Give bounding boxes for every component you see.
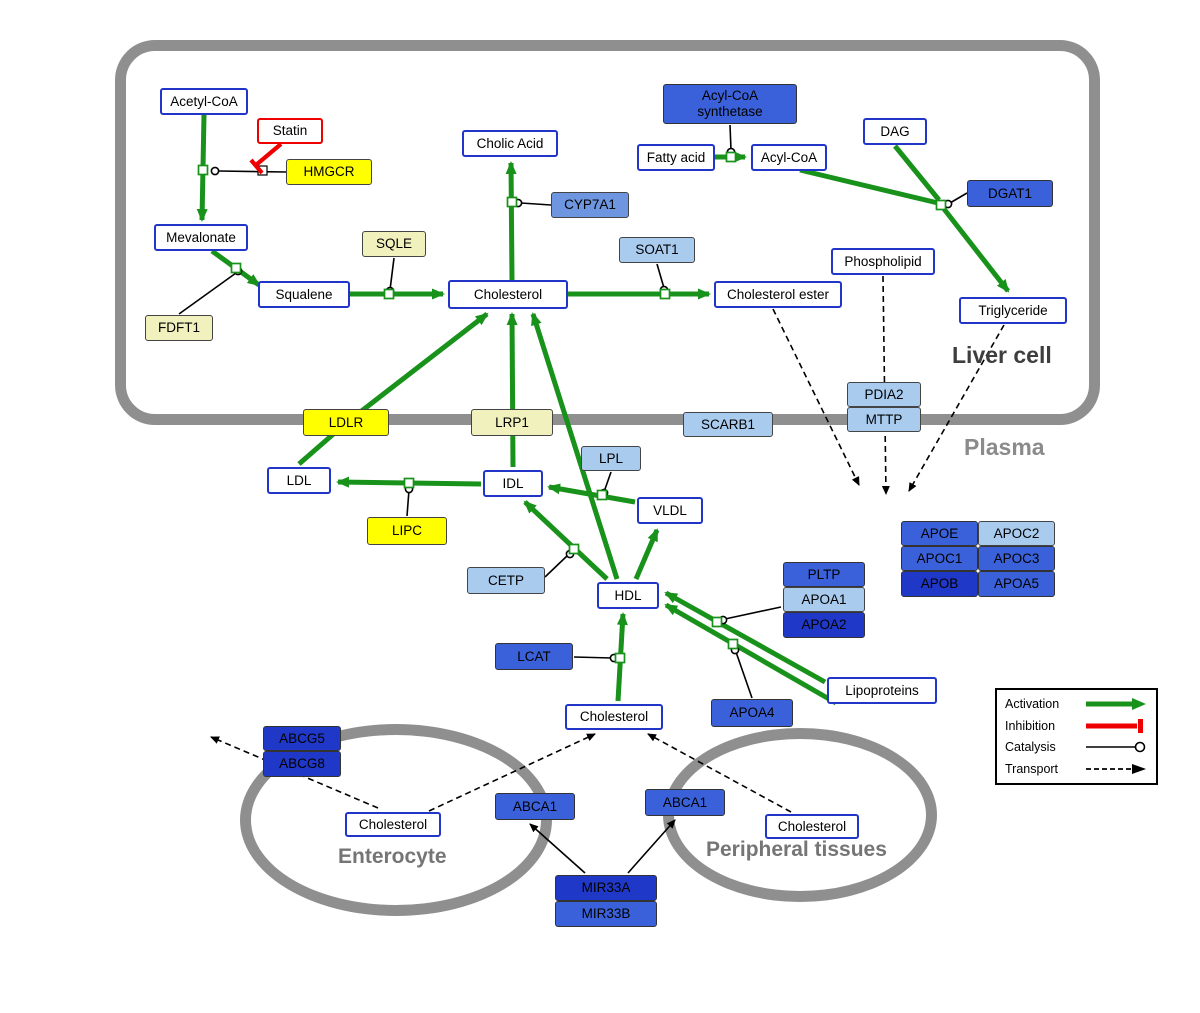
catalysis-circle-icon bbox=[1086, 742, 1146, 753]
node-mir33a[interactable]: MIR33A bbox=[555, 875, 657, 901]
node-statin[interactable]: Statin bbox=[257, 118, 323, 144]
node-cyp7a1[interactable]: CYP7A1 bbox=[551, 192, 629, 218]
regulation-edges bbox=[529, 819, 676, 874]
node-apoe[interactable]: APOE bbox=[901, 521, 978, 546]
node-cholic-acid[interactable]: Cholic Acid bbox=[462, 130, 558, 157]
node-idl[interactable]: IDL bbox=[483, 470, 543, 497]
transport-edges bbox=[210, 275, 1005, 813]
node-lrp1[interactable]: LRP1 bbox=[471, 409, 553, 436]
node-cholesterol-liver[interactable]: Cholesterol bbox=[448, 280, 568, 309]
peripheral-tissues-label: Peripheral tissues bbox=[706, 838, 887, 861]
node-acetyl-coa[interactable]: Acetyl-CoA bbox=[160, 88, 248, 115]
legend-catalysis-label: Catalysis bbox=[1005, 740, 1056, 755]
node-lipc[interactable]: LIPC bbox=[367, 517, 447, 545]
node-lpl[interactable]: LPL bbox=[581, 446, 641, 471]
activation-arrow-icon bbox=[1086, 697, 1146, 710]
node-ldlr[interactable]: LDLR bbox=[303, 409, 389, 436]
node-dgat1[interactable]: DGAT1 bbox=[967, 180, 1053, 207]
node-apoc1[interactable]: APOC1 bbox=[901, 546, 978, 571]
node-acyl-coa-synthetase[interactable]: Acyl-CoA synthetase bbox=[663, 84, 797, 124]
node-pdia2[interactable]: PDIA2 bbox=[847, 382, 921, 407]
plasma-label: Plasma bbox=[964, 434, 1045, 460]
legend-activation-label: Activation bbox=[1005, 696, 1060, 711]
node-abca1-enterocyte[interactable]: ABCA1 bbox=[495, 793, 575, 820]
legend-item-catalysis: Catalysis bbox=[1005, 739, 1148, 755]
node-apoa1[interactable]: APOA1 bbox=[783, 587, 865, 612]
inhibition-tbar-icon bbox=[1086, 718, 1143, 733]
legend-transport-label: Transport bbox=[1005, 762, 1059, 777]
node-apoa2[interactable]: APOA2 bbox=[783, 612, 865, 638]
node-sqle[interactable]: SQLE bbox=[362, 231, 426, 257]
node-scarb1[interactable]: SCARB1 bbox=[683, 412, 773, 437]
node-soat1[interactable]: SOAT1 bbox=[619, 237, 695, 263]
node-lcat[interactable]: LCAT bbox=[495, 643, 573, 670]
node-vldl[interactable]: VLDL bbox=[637, 497, 703, 524]
node-apoa5[interactable]: APOA5 bbox=[978, 571, 1055, 597]
node-apoc2[interactable]: APOC2 bbox=[978, 521, 1055, 546]
node-cholesterol-enterocyte[interactable]: Cholesterol bbox=[345, 812, 441, 837]
node-fatty-acid[interactable]: Fatty acid bbox=[637, 144, 715, 171]
node-cholesterol-plasma[interactable]: Cholesterol bbox=[565, 704, 663, 730]
node-apoc3[interactable]: APOC3 bbox=[978, 546, 1055, 571]
node-abcg8[interactable]: ABCG8 bbox=[263, 751, 341, 777]
node-ldl[interactable]: LDL bbox=[267, 467, 331, 494]
inhibition-edge bbox=[249, 142, 283, 175]
node-fdft1[interactable]: FDFT1 bbox=[145, 315, 213, 341]
node-abcg5[interactable]: ABCG5 bbox=[263, 726, 341, 751]
node-hdl[interactable]: HDL bbox=[597, 582, 659, 609]
enterocyte-region bbox=[240, 724, 552, 916]
node-dag[interactable]: DAG bbox=[863, 118, 927, 145]
node-squalene[interactable]: Squalene bbox=[258, 281, 350, 308]
liver-cell-label: Liver cell bbox=[952, 342, 1052, 368]
enterocyte-label: Enterocyte bbox=[338, 845, 447, 868]
process-nodes bbox=[197, 151, 947, 664]
liver-cell-region bbox=[115, 40, 1100, 425]
node-lipoproteins[interactable]: Lipoproteins bbox=[827, 677, 937, 704]
node-mttp[interactable]: MTTP bbox=[847, 407, 921, 432]
node-hmgcr[interactable]: HMGCR bbox=[286, 159, 372, 185]
node-pltp[interactable]: PLTP bbox=[783, 562, 865, 587]
node-apob[interactable]: APOB bbox=[901, 571, 978, 597]
node-apoa4[interactable]: APOA4 bbox=[711, 699, 793, 727]
legend: Activation Inhibition Catalysis Transpor… bbox=[995, 688, 1158, 785]
node-abca1-peripheral[interactable]: ABCA1 bbox=[645, 789, 725, 816]
node-mir33b[interactable]: MIR33B bbox=[555, 901, 657, 927]
node-cholesterol-ester[interactable]: Cholesterol ester bbox=[714, 281, 842, 308]
node-cetp[interactable]: CETP bbox=[467, 567, 545, 594]
legend-item-inhibition: Inhibition bbox=[1005, 718, 1148, 734]
legend-inhibition-label: Inhibition bbox=[1005, 718, 1056, 733]
node-mevalonate[interactable]: Mevalonate bbox=[154, 224, 248, 251]
transport-dashed-arrow-icon bbox=[1086, 764, 1146, 775]
legend-item-transport: Transport bbox=[1005, 761, 1148, 777]
node-cholesterol-peripheral[interactable]: Cholesterol bbox=[765, 814, 859, 839]
node-triglyceride[interactable]: Triglyceride bbox=[959, 297, 1067, 324]
node-acyl-coa[interactable]: Acyl-CoA bbox=[751, 144, 827, 171]
node-phospholipid[interactable]: Phospholipid bbox=[831, 248, 935, 275]
legend-item-activation: Activation bbox=[1005, 696, 1148, 712]
